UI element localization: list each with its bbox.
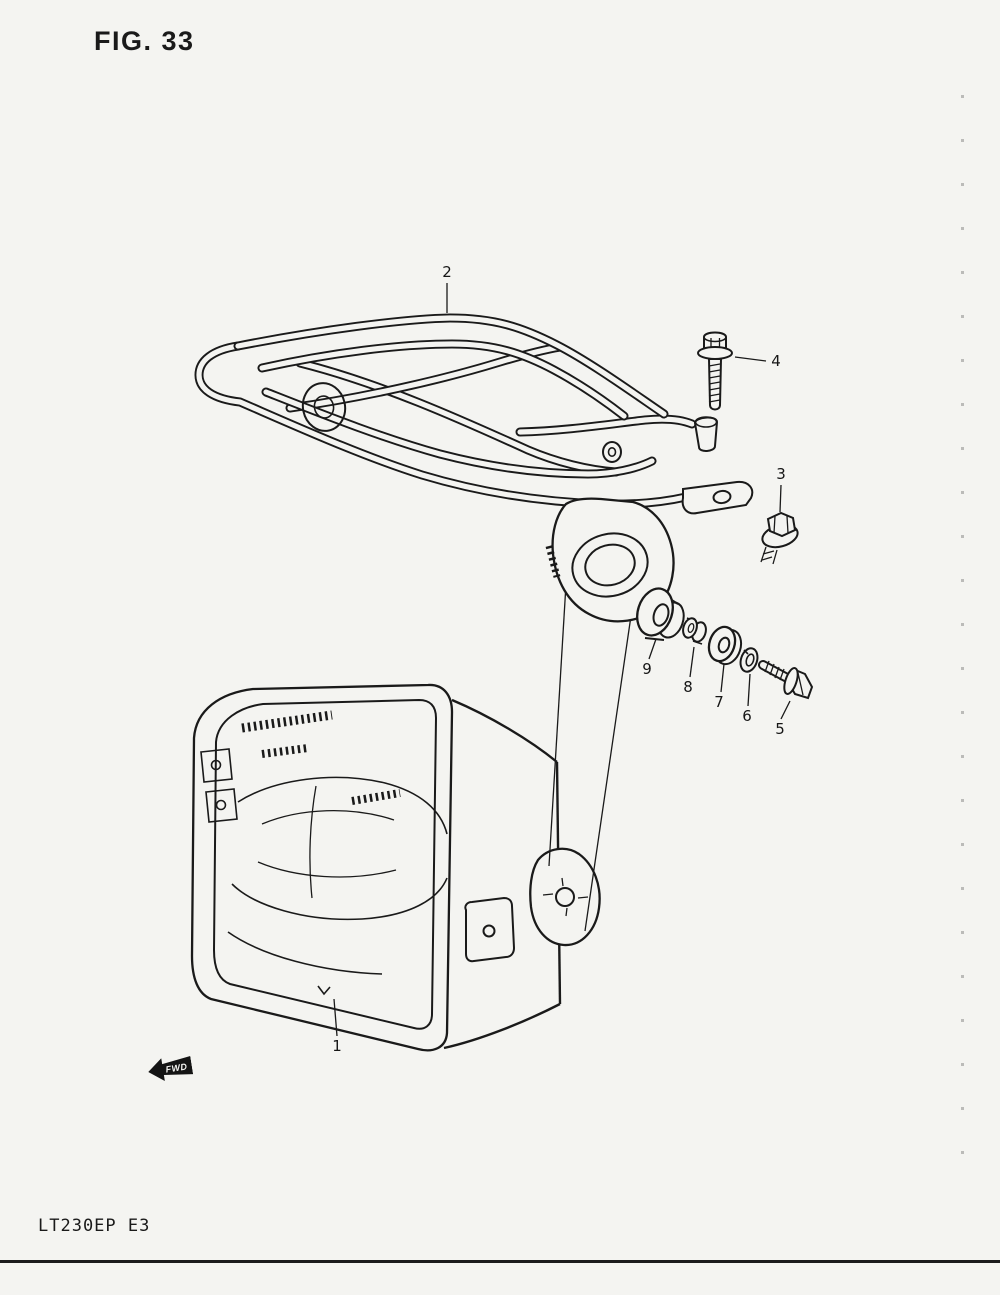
callout-part-3: 3: [776, 465, 786, 483]
figure-title: FIG. 33: [94, 26, 195, 56]
callout-part-9: 9: [642, 660, 652, 678]
alignment-lines: [548, 550, 633, 932]
callout-part-7: 7: [714, 693, 724, 711]
callout-part-2: 2: [442, 263, 452, 281]
lock-washer-6-drawing: [739, 647, 759, 673]
scan-artifact-dots: [961, 95, 964, 1155]
headlamp-housing-drawing: [190, 683, 601, 1052]
washer-7-drawing: [707, 625, 743, 666]
leader-lines: [333, 283, 791, 1037]
spacer-8-drawing: [682, 617, 707, 645]
callout-part-5: 5: [775, 720, 785, 738]
callout-part-1: 1: [332, 1037, 342, 1055]
grommet-9-drawing: [636, 587, 685, 641]
callout-part-6: 6: [742, 707, 752, 725]
page-bottom-rule: [0, 1260, 1000, 1263]
bolt-5-drawing: [758, 660, 814, 700]
model-code: LT230EP E3: [38, 1216, 151, 1236]
bolt-3-drawing: [760, 511, 799, 565]
callout-part-8: 8: [683, 678, 693, 696]
bolt-4-drawing: [697, 331, 733, 411]
callout-part-4: 4: [771, 352, 781, 370]
rear-carrier-drawing: [194, 313, 754, 623]
fwd-label: FWD: [164, 1060, 189, 1075]
